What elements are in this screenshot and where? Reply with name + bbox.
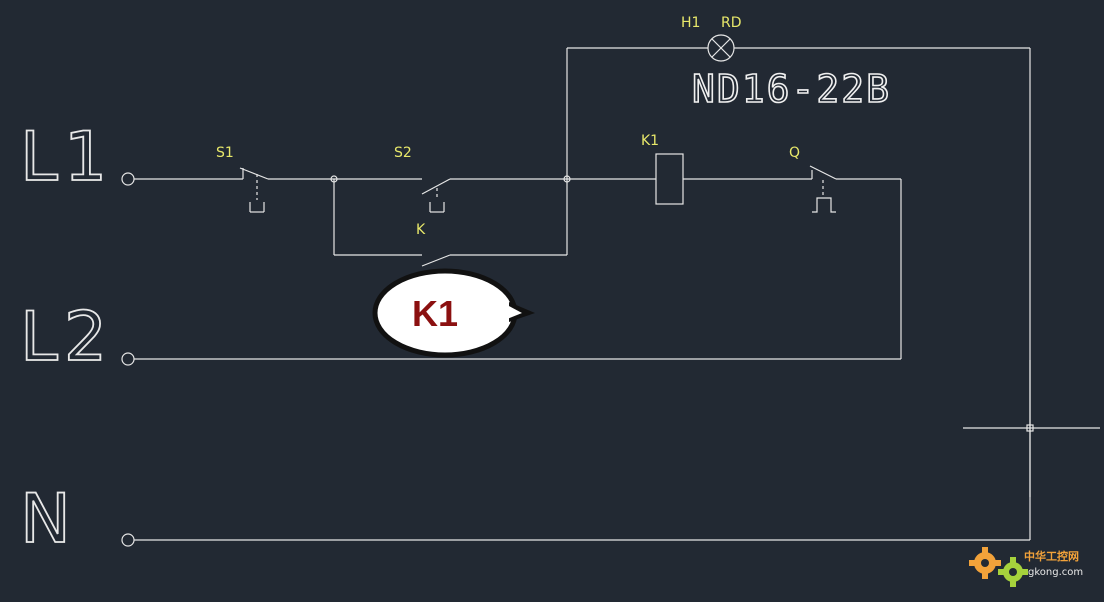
switch-s2 [421, 178, 451, 213]
callout-text: K1 [412, 293, 458, 334]
label-rd: RD [721, 15, 742, 31]
switch-s1 [239, 167, 269, 213]
seal-in-contact-k [333, 179, 568, 267]
label-k1: K1 [641, 133, 659, 149]
rail-label-n: N [20, 480, 77, 559]
terminal-n [121, 533, 135, 547]
watermark-name: 中华工控网 [1024, 549, 1079, 563]
label-h1: H1 [681, 15, 700, 31]
crosshair-cursor [963, 360, 1100, 497]
label-k: K [416, 222, 426, 238]
lamp-spec: ND16-22B [692, 67, 891, 111]
callout-bubble-k1 [372, 268, 535, 358]
neutral-wiring [134, 47, 1031, 541]
terminal-l2 [121, 352, 135, 366]
l1-circuit-wiring [134, 178, 902, 359]
rail-label-l2: L2 [20, 298, 113, 377]
rail-label-l1: L1 [20, 118, 113, 197]
watermark-logo [969, 547, 1028, 587]
watermark-url: gkong.com [1028, 567, 1083, 578]
label-s2: S2 [394, 145, 412, 161]
label-s1: S1 [216, 145, 234, 161]
terminal-l1 [121, 172, 135, 186]
overload-contact-q [809, 165, 837, 213]
label-q: Q [789, 145, 800, 161]
indicator-lamp-h1 [707, 34, 735, 62]
coil-k1 [655, 153, 684, 205]
